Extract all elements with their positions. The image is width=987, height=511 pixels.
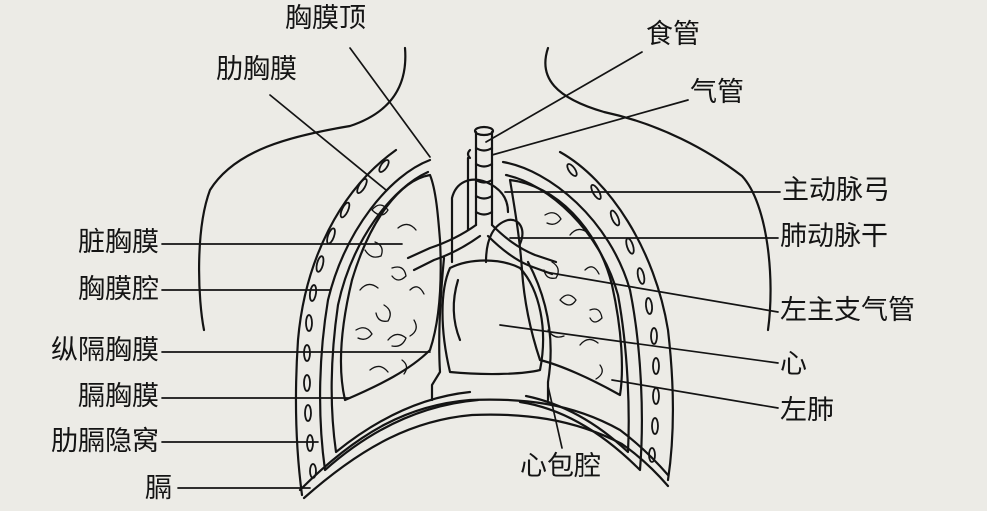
label-left-lung: 左肺 (780, 395, 834, 426)
parietal-pleura-right (501, 160, 643, 472)
label-mediastinal-pleura: 纵隔胸膜 (51, 335, 159, 366)
bronchus-right (486, 223, 558, 276)
diaphragm-upper (298, 398, 670, 492)
heart-inner (452, 278, 462, 342)
diaphragm-lower (302, 413, 670, 500)
chest-wall-right (558, 150, 674, 482)
lung-texture (355, 204, 603, 380)
lung-left (339, 173, 442, 402)
pericardium (430, 256, 552, 402)
label-pulmonary-trunk: 肺动脉干 (780, 221, 888, 252)
parietal-pleura-left (318, 158, 480, 472)
heart (441, 259, 545, 376)
parietal-pleura-left-inner (330, 170, 472, 454)
bronchus-left (406, 223, 482, 272)
label-left-main-bronchus: 左主支气管 (780, 295, 915, 326)
label-heart: 心 (780, 349, 807, 380)
lung-right (508, 178, 623, 397)
trachea (473, 125, 495, 227)
body-outline-right (544, 46, 772, 332)
label-diaphragm: 膈 (145, 473, 172, 504)
label-pleural-cavity: 胸膜腔 (78, 274, 159, 305)
chest-wall-left (294, 148, 398, 497)
esophagus (466, 148, 472, 232)
label-costal-pleura: 肋胸膜 (216, 54, 297, 85)
label-diaphragmatic-pleura: 膈胸膜 (78, 381, 159, 412)
label-visceral-pleura: 脏胸膜 (78, 227, 159, 258)
label-pericardial-cavity: 心包腔 (520, 451, 601, 482)
rib-segments (303, 159, 660, 479)
label-trachea: 气管 (690, 77, 744, 108)
label-costodiaphragmatic-recess: 肋膈隐窝 (51, 426, 159, 457)
parietal-pleura-right-inner (504, 173, 630, 454)
label-pleural-cupula: 胸膜顶 (285, 3, 366, 34)
aortic-arch (450, 178, 510, 264)
label-aortic-arch: 主动脉弓 (782, 175, 890, 206)
leader-lines (161, 47, 781, 489)
label-esophagus: 食管 (646, 19, 700, 50)
body-outline-left (198, 46, 407, 332)
pulmonary-trunk (484, 218, 524, 264)
